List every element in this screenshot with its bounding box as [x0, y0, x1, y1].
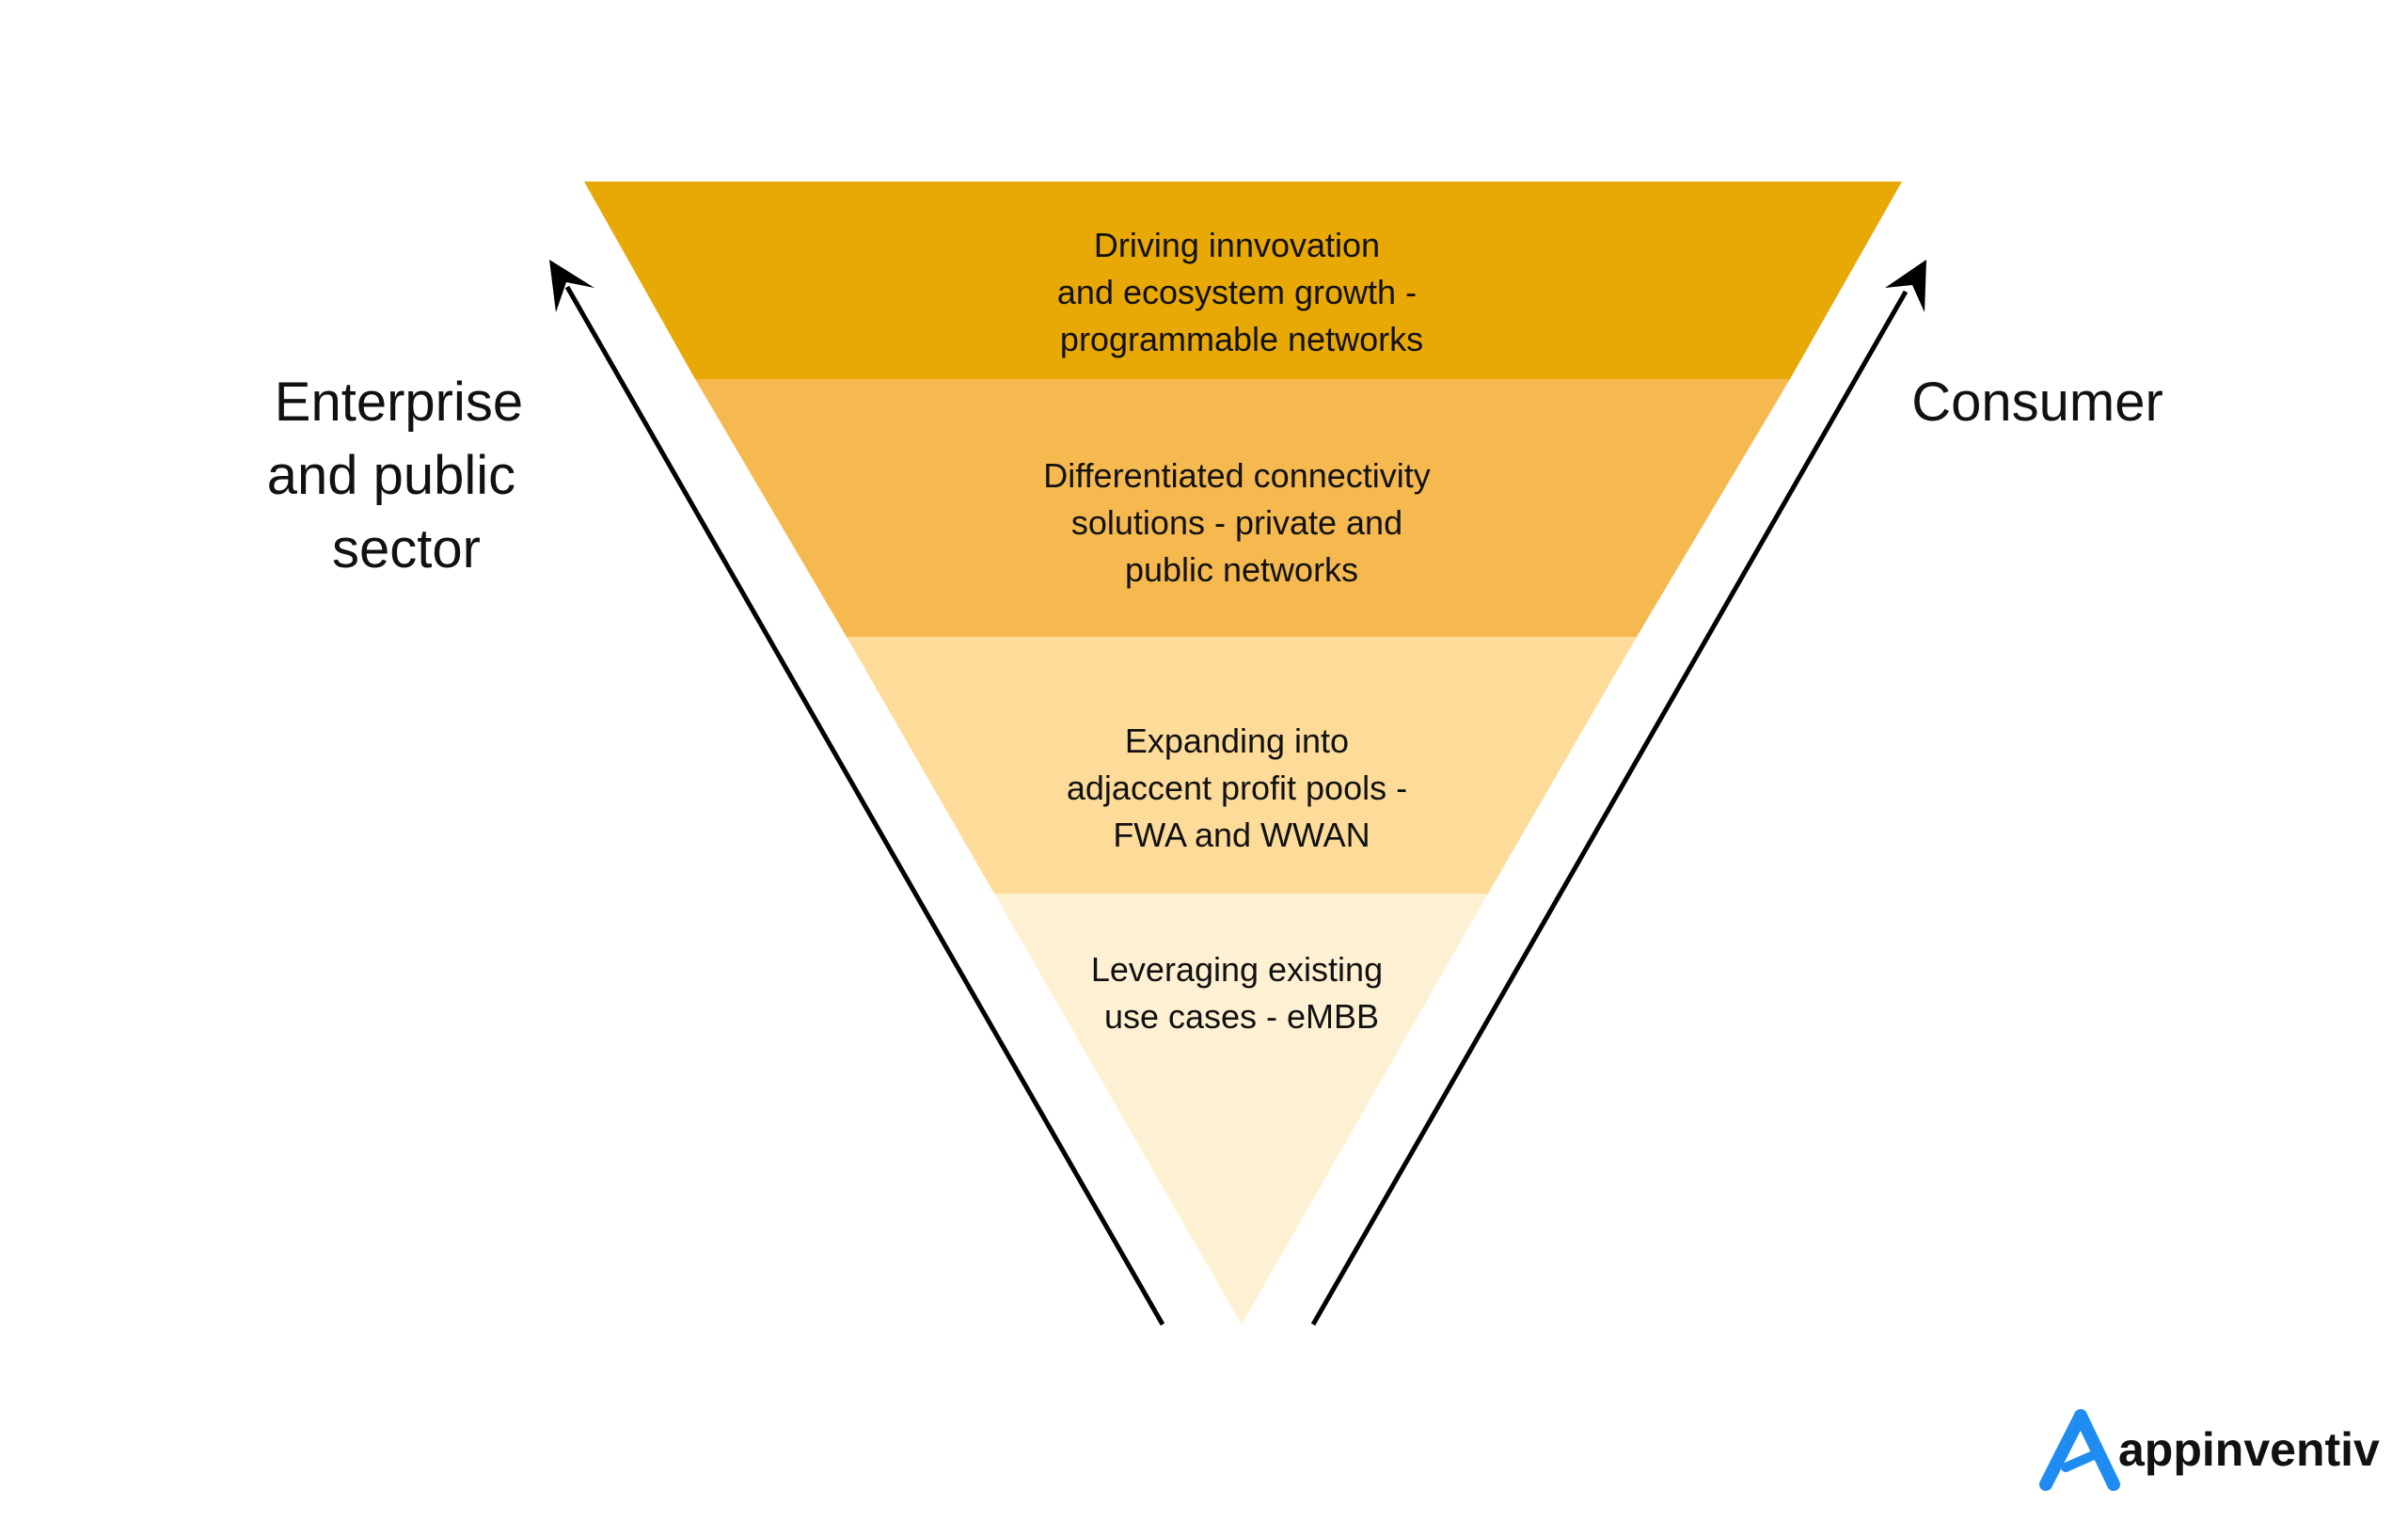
logo-mark-left-stroke — [2039, 1409, 2087, 1491]
funnel-layer-4 — [994, 894, 1488, 1324]
consumer-label: Consumer — [1911, 372, 2163, 433]
layer-2-line-3: public networks — [1125, 550, 1358, 589]
left-arrow-head-icon — [549, 260, 594, 312]
enterprise-label-line-2: and public — [267, 445, 515, 506]
layer-4-text: Leveraging existing use cases - eMBB — [1091, 950, 1392, 1036]
right-arrow-head-icon — [1885, 260, 1926, 312]
logo-mark-cross-stroke — [2061, 1449, 2102, 1472]
left-arrow — [549, 260, 1165, 1326]
layer-3-line-3: FWA and WWAN — [1113, 816, 1370, 854]
funnel-layer-2 — [695, 379, 1790, 637]
enterprise-label-line-3: sector — [332, 518, 481, 579]
layer-2-line-2: solutions - private and — [1071, 503, 1402, 542]
layer-3-line-2: adjaccent profit pools - — [1067, 769, 1407, 807]
layer-1-line-1: Driving innvovation — [1094, 226, 1380, 264]
funnel — [584, 182, 1902, 1324]
layer-1-line-2: and ecosystem growth - — [1057, 273, 1417, 311]
funnel-layer-3 — [847, 637, 1637, 894]
layer-1-line-3: programmable networks — [1060, 320, 1423, 358]
left-arrow-shaft — [564, 285, 1165, 1326]
layer-3-text: Expanding into adjaccent profit pools - … — [1067, 721, 1417, 854]
layer-1-text: Driving innvovation and ecosystem growth… — [1057, 226, 1426, 358]
right-arrow-shaft — [1310, 290, 1909, 1326]
funnel-layer-1 — [584, 182, 1902, 379]
layer-3-line-1: Expanding into — [1125, 721, 1349, 760]
logo-wordmark: appinventiv — [2118, 1423, 2380, 1476]
appinventiv-logo: appinventiv — [2039, 1409, 2380, 1491]
enterprise-label-line-1: Enterprise — [275, 372, 523, 433]
appinventiv-logo-mark-icon — [2039, 1409, 2120, 1491]
layer-4-line-1: Leveraging existing — [1091, 950, 1383, 989]
layer-2-text: Differentiated connectivity solutions - … — [1043, 456, 1440, 589]
right-arrow — [1310, 260, 1926, 1326]
enterprise-label: Enterprise and public sector — [267, 372, 539, 579]
layer-4-line-2: use cases - eMBB — [1104, 997, 1379, 1036]
consumer-label-line-1: Consumer — [1911, 372, 2163, 433]
layer-2-line-1: Differentiated connectivity — [1043, 456, 1431, 495]
